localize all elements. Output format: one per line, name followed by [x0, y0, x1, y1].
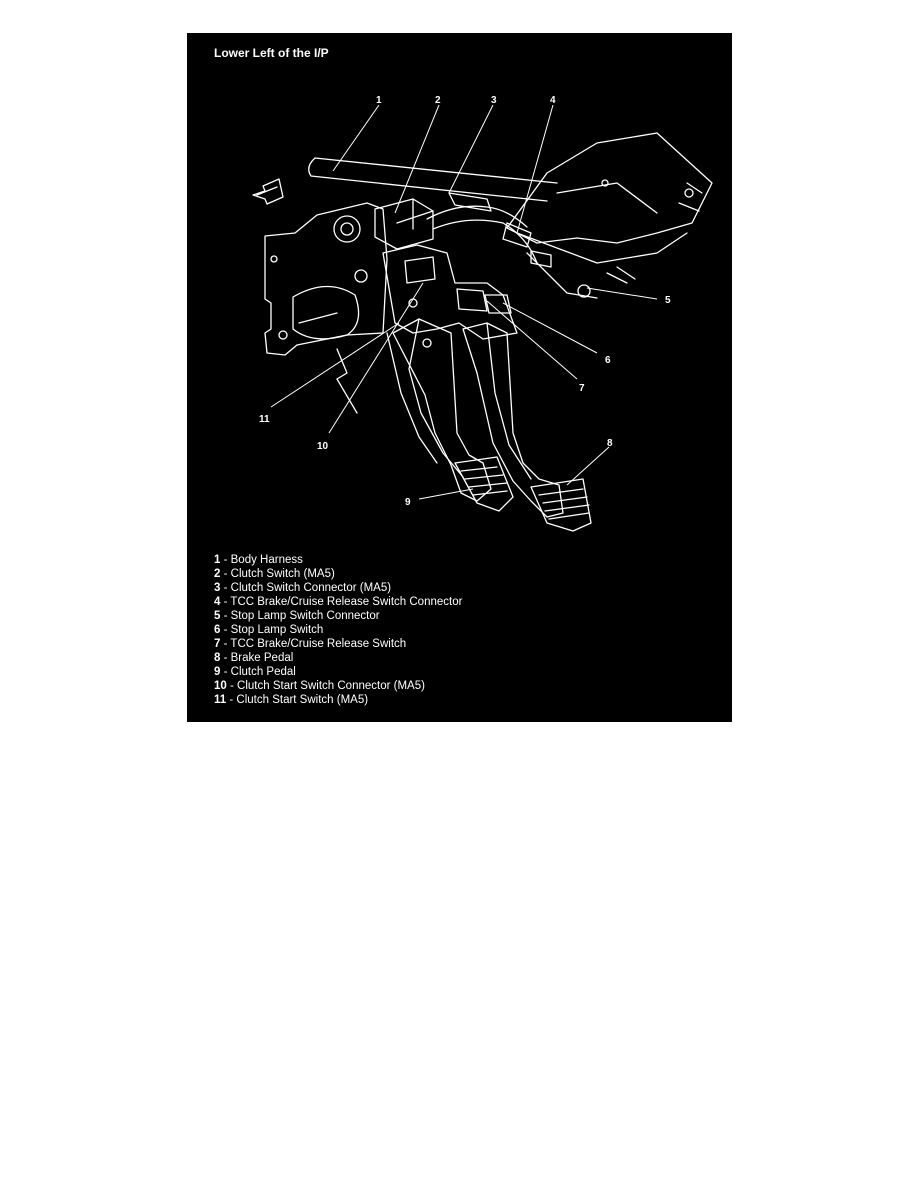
legend-number: 3: [214, 582, 221, 594]
pedal-assembly-drawing: 1 2 3 4 5 6 7 8 9 10 11: [252, 95, 713, 532]
legend-number: 8: [214, 652, 221, 664]
legend-text: Clutch Start Switch (MA5): [236, 694, 369, 706]
legend-item: 9 - Clutch Pedal: [214, 666, 296, 678]
legend-item: 10 - Clutch Start Switch Connector (MA5): [214, 680, 425, 692]
legend-number: 4: [214, 596, 221, 608]
callout-2: 2: [435, 95, 441, 106]
legend-number: 11: [214, 694, 227, 706]
legend-number: 1: [214, 554, 221, 566]
legend-number: 5: [214, 610, 221, 622]
legend-text: Stop Lamp Switch Connector: [230, 610, 380, 622]
diagram-figure: Lower Left of the I/P: [187, 33, 732, 722]
legend-text: Clutch Switch Connector (MA5): [230, 582, 392, 594]
legend-text: TCC Brake/Cruise Release Switch Connecto…: [230, 596, 463, 608]
legend-text: Body Harness: [230, 554, 303, 566]
legend-list: 1 - Body Harness 2 - Clutch Switch (MA5)…: [214, 553, 462, 707]
legend-text: Clutch Switch (MA5): [230, 568, 335, 580]
figure-title: Lower Left of the I/P: [214, 46, 329, 60]
legend-number: 7: [214, 638, 221, 650]
legend-number: 2: [214, 568, 221, 580]
callout-11: 11: [259, 414, 270, 425]
callout-4: 4: [550, 95, 556, 106]
legend-text: TCC Brake/Cruise Release Switch: [230, 638, 407, 650]
callout-9: 9: [405, 497, 411, 508]
legend-item: 7 - TCC Brake/Cruise Release Switch: [214, 638, 407, 650]
callout-10: 10: [317, 441, 329, 452]
callout-3: 3: [491, 95, 497, 106]
legend-item: 4 - TCC Brake/Cruise Release Switch Conn…: [214, 596, 463, 608]
legend-item: 1 - Body Harness: [214, 554, 303, 566]
legend-item: 11 - Clutch Start Switch (MA5): [214, 694, 369, 706]
legend-item: 8 - Brake Pedal: [214, 652, 294, 664]
legend-item: 3 - Clutch Switch Connector (MA5): [214, 582, 392, 594]
callout-5: 5: [665, 295, 671, 306]
legend-text: Clutch Pedal: [230, 666, 296, 678]
callout-7: 7: [579, 383, 585, 394]
forward-arrow-icon: [252, 178, 284, 205]
legend-item: 2 - Clutch Switch (MA5): [214, 568, 335, 580]
legend-number: 9: [214, 666, 221, 678]
callout-1: 1: [376, 95, 382, 106]
callout-6: 6: [605, 355, 611, 366]
legend-number: 10: [214, 680, 227, 692]
legend-text: Stop Lamp Switch: [230, 624, 324, 636]
legend-item: 5 - Stop Lamp Switch Connector: [214, 610, 380, 622]
legend-item: 6 - Stop Lamp Switch: [214, 624, 324, 636]
callout-8: 8: [607, 438, 613, 449]
legend-number: 6: [214, 624, 221, 636]
legend-text: Clutch Start Switch Connector (MA5): [237, 680, 425, 692]
legend-text: Brake Pedal: [230, 652, 294, 664]
